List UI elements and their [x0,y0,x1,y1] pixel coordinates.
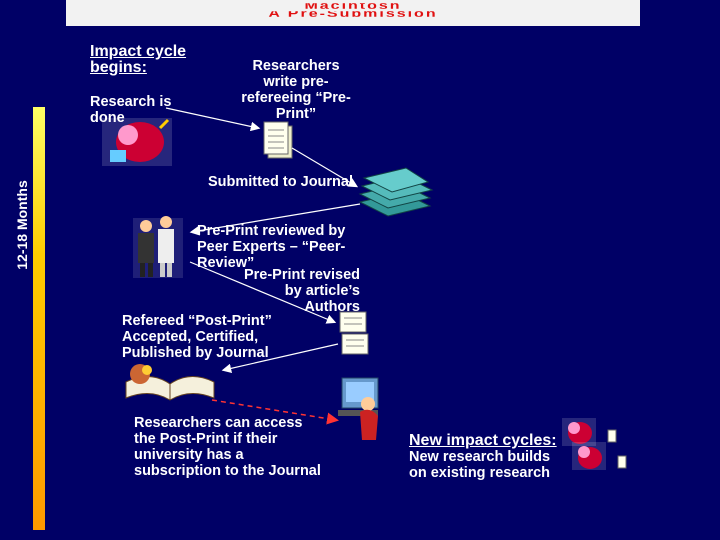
new-cycles-block: New impact cycles: New research builds o… [409,432,569,482]
researcher-icon [102,118,172,166]
impact-cycle-title-text: Impact cycle begins: [90,43,187,76]
banner-line-1: Macintosh [72,3,634,9]
flow-arrows [165,107,361,425]
timeline-bar [33,107,45,530]
new-cycles-text: New research builds on existing research [409,449,551,481]
submitted-text: Submitted to Journal [208,174,353,190]
write-preprint-text: Researchers write pre-refereeing “Pre-Pr… [241,58,351,122]
access-text: Researchers can access the Post-Print if… [134,415,321,479]
computer-user-icon [338,377,379,440]
revised-papers-icon [339,311,369,355]
banner-line-2: A Pre-Submission [72,11,634,17]
peer-reviewers-icon [133,216,183,278]
new-researchers-icon [562,418,627,470]
open-book-icon [125,364,215,401]
impact-cycle-title: Impact cycle begins: [90,44,190,76]
published-text: Refereed “Post-Print” Accepted, Certifie… [122,313,272,361]
preprint-papers-icon [263,121,293,159]
revised-text: Pre-Print revised by article’s Authors [243,267,360,315]
research-done-text: Research is done [90,94,172,126]
journals-stack-icon [358,167,434,217]
new-cycles-title: New impact cycles: [409,432,557,449]
reviewed-text: Pre-Print reviewed by Peer Experts – “Pe… [197,223,346,271]
title-banner: Macintosh A Pre-Submission [66,0,640,26]
